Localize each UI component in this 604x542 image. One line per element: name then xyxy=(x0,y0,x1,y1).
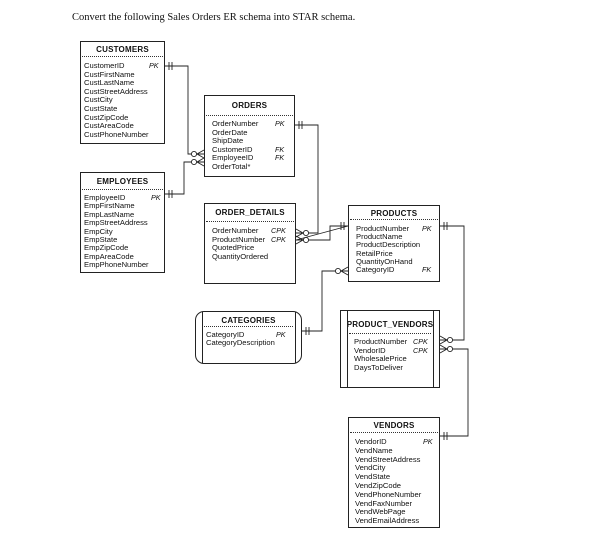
employees-orders-line xyxy=(165,161,204,195)
attribute-productdescription: ProductDescription xyxy=(356,240,421,250)
optional-circle-mark xyxy=(446,345,454,353)
attribute-vendzipcode: VendZipCode xyxy=(355,481,402,490)
vendors-product-vendors-line xyxy=(440,348,469,437)
attribute-categorydescription: CategoryDescription xyxy=(206,338,275,348)
attribute-vendorid: VendorID xyxy=(354,345,386,355)
attribute-productname: ProductName xyxy=(356,232,403,242)
attribute-vendphonenumber: VendPhoneNumber xyxy=(355,489,422,499)
attribute-vendstreetaddress: VendStreetAddress xyxy=(355,454,421,464)
attribute-custstate: CustState xyxy=(84,104,118,113)
products-product-vendors-line xyxy=(440,225,465,341)
attribute-custfirstname: CustFirstName xyxy=(84,69,135,79)
attribute-custareacode: CustAreaCode xyxy=(84,121,134,131)
optional-circle-mark xyxy=(190,158,198,166)
attribute-ordernumber: OrderNumber xyxy=(212,226,259,235)
attribute-customerid: CustomerID xyxy=(84,61,125,70)
attribute-ordernumber: OrderNumber xyxy=(212,119,259,128)
vendors-title: VENDORS xyxy=(373,421,415,430)
key-marker: CPK xyxy=(413,345,428,355)
attribute-retailprice: RetailPrice xyxy=(356,248,393,258)
attribute-daystodeliver: DaysToDeliver xyxy=(354,362,403,372)
attribute-empfirstname: EmpFirstName xyxy=(84,201,135,211)
attribute-shipdate: ShipDate xyxy=(212,136,244,145)
attribute-vendwebpage: VendWebPage xyxy=(355,507,406,517)
product-vendors-title: PRODUCT_VENDORS xyxy=(346,320,434,329)
attribute-empphonenumber: EmpPhoneNumber xyxy=(84,260,149,270)
attribute-empcity: EmpCity xyxy=(84,226,113,236)
attribute-productnumber: ProductNumber xyxy=(356,224,410,233)
optional-circle-mark xyxy=(334,267,342,275)
optional-circle-mark xyxy=(446,336,454,344)
key-marker: PK xyxy=(275,119,285,128)
categories-title: CATEGORIES xyxy=(221,316,276,325)
employees-title: EMPLOYEES xyxy=(96,177,149,186)
attribute-employeeid: EmployeeID xyxy=(84,193,126,202)
attribute-vendname: VendName xyxy=(355,445,393,455)
attribute-empareacode: EmpAreaCode xyxy=(84,251,134,261)
attribute-emplastname: EmpLastName xyxy=(84,209,135,219)
key-marker: FK xyxy=(275,153,285,162)
customers-title: CUSTOMERS xyxy=(96,45,149,54)
key-marker: PK xyxy=(276,330,286,339)
attribute-productnumber: ProductNumber xyxy=(212,234,266,244)
attribute-employeeid: EmployeeID xyxy=(212,153,254,162)
attribute-ordertotal: OrderTotal* xyxy=(212,161,251,171)
attribute-categoryid: CategoryID xyxy=(206,330,245,339)
products-order-details-line xyxy=(296,225,348,241)
optional-circle-mark xyxy=(302,229,310,237)
key-marker: FK xyxy=(275,144,285,154)
attribute-vendorid: VendorID xyxy=(355,437,387,446)
attribute-custstreetaddress: CustStreetAddress xyxy=(84,86,148,96)
key-marker: PK xyxy=(422,224,432,233)
key-marker: FK xyxy=(422,265,432,274)
optional-circle-mark xyxy=(190,150,198,158)
orders-title: ORDERS xyxy=(231,101,268,110)
optional-circle-mark xyxy=(302,236,310,244)
attribute-custzipcode: CustZipCode xyxy=(84,112,129,122)
attribute-quotedprice: QuotedPrice xyxy=(212,243,255,252)
key-marker: CPK xyxy=(271,234,286,244)
attribute-quantityordered: QuantityOrdered xyxy=(212,251,269,261)
attribute-custlastname: CustLastName xyxy=(84,78,135,88)
attribute-custphonenumber: CustPhoneNumber xyxy=(84,129,149,139)
attribute-vendemailaddress: VendEmailAddress xyxy=(355,516,420,526)
key-marker: PK xyxy=(151,193,161,202)
attribute-orderdate: OrderDate xyxy=(212,127,248,137)
question-text: Convert the following Sales Orders ER sc… xyxy=(72,12,356,23)
attribute-quantityonhand: QuantityOnHand xyxy=(356,256,413,266)
attribute-empstate: EmpState xyxy=(84,235,118,244)
products-title: PRODUCTS xyxy=(370,209,418,218)
orders-order-details-line xyxy=(295,124,319,234)
order-details-title: ORDER_DETAILS xyxy=(215,208,285,217)
attribute-categoryid: CategoryID xyxy=(356,265,395,274)
attribute-vendcity: VendCity xyxy=(355,463,386,473)
key-marker: CPK xyxy=(413,337,428,346)
attribute-vendstate: VendState xyxy=(355,472,391,482)
key-marker: PK xyxy=(149,61,159,70)
attribute-wholesaleprice: WholesalePrice xyxy=(354,354,407,364)
attribute-custcity: CustCity xyxy=(84,95,113,105)
key-marker: PK xyxy=(423,437,433,446)
key-marker: CPK xyxy=(271,226,286,235)
attribute-vendfaxnumber: VendFaxNumber xyxy=(355,498,412,508)
attribute-productnumber: ProductNumber xyxy=(354,337,408,346)
attribute-customerid: CustomerID xyxy=(212,144,253,154)
customers-orders-line xyxy=(165,65,204,155)
attribute-empzipcode: EmpZipCode xyxy=(84,243,129,253)
attribute-empstreetaddress: EmpStreetAddress xyxy=(84,218,148,228)
